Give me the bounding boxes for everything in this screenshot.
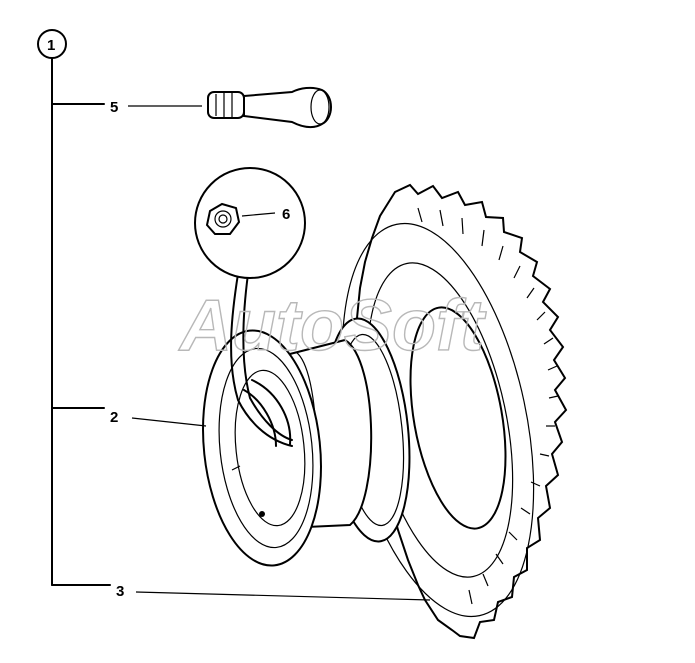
rim-nut: [205, 202, 241, 235]
callout-2: 2: [110, 409, 118, 426]
valve-cap: [207, 91, 245, 119]
valve-body: [243, 86, 332, 129]
callout-3: 3: [116, 583, 124, 600]
detail-leader: [230, 273, 293, 447]
valve-stem: [207, 86, 332, 129]
callout-6: 6: [282, 206, 290, 223]
valve-hole-marker: [259, 511, 265, 517]
tire: [341, 183, 568, 640]
detail-circle: [194, 167, 306, 279]
tire-bead-opening: [409, 306, 507, 530]
watermark: AutoSoft: [178, 286, 487, 366]
nut-detail: 6: [194, 167, 306, 447]
leader-3: [135, 591, 431, 601]
callout-tree: 1 5 2 3: [37, 29, 431, 601]
callout-1: 1: [47, 37, 55, 54]
leader-2: [131, 417, 207, 427]
wheel-rim: [202, 317, 411, 567]
callout-5: 5: [110, 99, 118, 116]
tread-blocks: [417, 207, 559, 605]
leader-6: [241, 212, 276, 217]
rim-front-flange: [202, 329, 322, 567]
